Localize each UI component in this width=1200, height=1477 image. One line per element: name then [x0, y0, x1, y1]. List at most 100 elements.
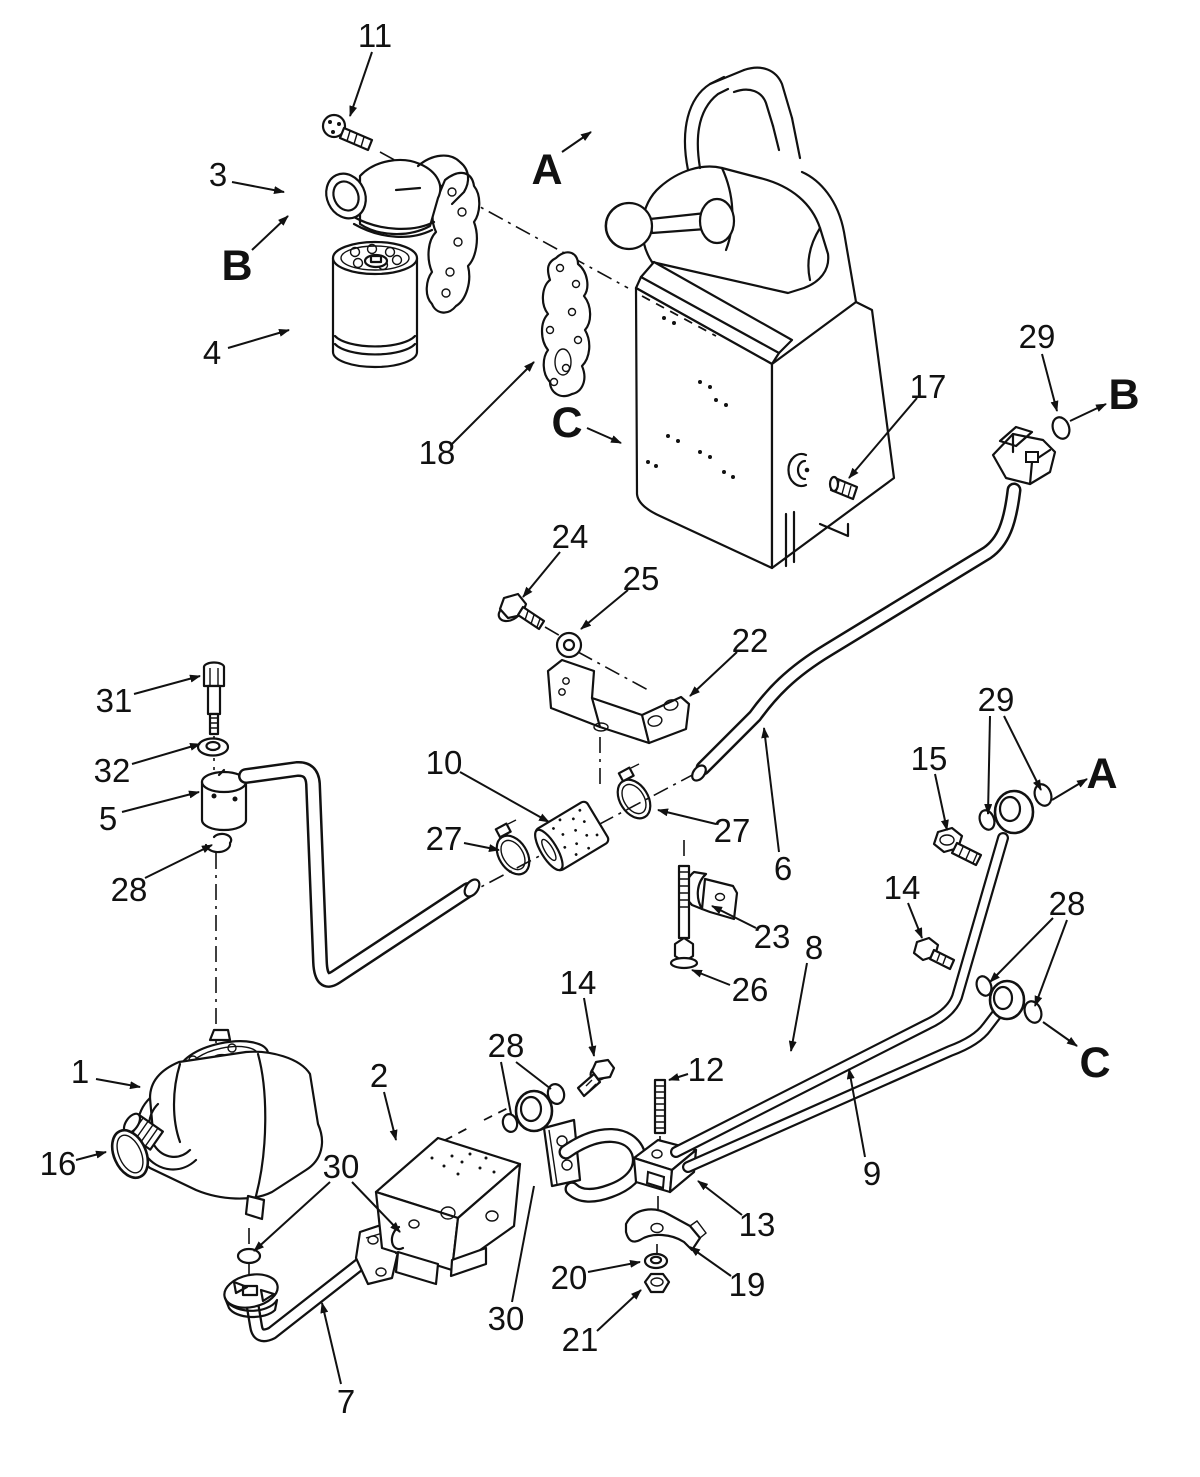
- bracket-22-hardware: [497, 592, 691, 745]
- callout-14-right: 14: [884, 869, 921, 906]
- leader-28-left: [144, 844, 213, 879]
- leader-28-right: [989, 917, 1054, 983]
- callout-26: 26: [732, 971, 769, 1008]
- callout-10: 10: [426, 744, 463, 781]
- callout-19: 19: [729, 1266, 766, 1303]
- callout-5: 5: [99, 800, 117, 837]
- callout-6: 6: [774, 850, 792, 887]
- fitting-5-stack: [196, 661, 248, 854]
- callout-18: 18: [419, 434, 456, 471]
- callout-9: 9: [863, 1155, 881, 1192]
- callout-C-top: C: [551, 399, 582, 447]
- callout-7: 7: [337, 1383, 355, 1420]
- filter-head-3: [325, 154, 481, 314]
- leader-30-left: [253, 1181, 331, 1252]
- swivel-fitting-28: [501, 1058, 616, 1188]
- hydraulic-pump-1: [110, 1028, 324, 1221]
- leader-1: [95, 1078, 141, 1090]
- callout-16: 16: [40, 1145, 77, 1182]
- callout-14-center: 14: [560, 964, 597, 1001]
- gasket-18: [540, 251, 592, 398]
- leader-8: [788, 962, 808, 1052]
- leader-31: [133, 674, 201, 695]
- leader-24: [522, 551, 561, 598]
- bolt-hole-dots: [646, 316, 735, 479]
- leader-25: [580, 589, 629, 630]
- callout-31: 31: [96, 682, 133, 719]
- handle-knob: [604, 197, 736, 251]
- leader-18: [451, 361, 535, 445]
- callout-12: 12: [688, 1051, 725, 1088]
- leader-10: [459, 771, 550, 823]
- callout-21: 21: [562, 1321, 599, 1358]
- callout-27-right: 27: [714, 812, 751, 849]
- callout-A-right: A: [1086, 750, 1117, 798]
- leader-11: [349, 51, 373, 117]
- leader-29-right: [1003, 715, 1042, 791]
- leader-B-left: [251, 215, 289, 251]
- callout-30-center: 30: [488, 1300, 525, 1337]
- suction-pipe-z: [238, 760, 481, 988]
- callout-29-top: 29: [1019, 318, 1056, 355]
- callout-13: 13: [739, 1206, 776, 1243]
- engine-block: [604, 66, 896, 570]
- leader-A-right: [1051, 778, 1088, 801]
- leader-B-right: [1069, 403, 1107, 422]
- leader-20: [587, 1259, 641, 1273]
- leader-28-center: [515, 1061, 552, 1090]
- leader-C-right: [1042, 1021, 1078, 1047]
- leader-27-right: [657, 808, 717, 825]
- callout-25: 25: [623, 560, 660, 597]
- callout-24: 24: [552, 518, 589, 555]
- leader-19: [689, 1246, 732, 1277]
- banjo-bolt-11: [321, 113, 374, 152]
- leader-4: [227, 328, 290, 349]
- pipe-6-and-b-fitting: [691, 416, 1071, 782]
- leader-30-left: [351, 1181, 401, 1233]
- valve-block-2: [374, 1136, 522, 1286]
- callout-22: 22: [732, 622, 769, 659]
- callout-B-left: B: [221, 242, 252, 290]
- leader-22: [689, 651, 738, 697]
- callout-28-right: 28: [1049, 885, 1086, 922]
- pressure-pipes-8-9: [670, 783, 1053, 1173]
- callout-28-center: 28: [488, 1027, 525, 1064]
- o-ring-16: [110, 1128, 150, 1180]
- leader-A-top: [561, 131, 592, 153]
- callout-32: 32: [94, 752, 131, 789]
- callout-1: 1: [71, 1053, 89, 1090]
- port-and-plug-17: [787, 452, 859, 501]
- callout-8: 8: [805, 929, 823, 966]
- leader-27-left: [463, 842, 500, 852]
- leader-12: [668, 1073, 689, 1081]
- leader-32: [131, 742, 201, 765]
- pipe-7-assembly: [223, 1222, 400, 1343]
- saddle-19-hardware: [624, 1208, 707, 1294]
- leader-C-top: [586, 427, 622, 444]
- leader-23: [711, 905, 757, 929]
- callout-20: 20: [551, 1259, 588, 1296]
- leader-5: [121, 790, 200, 813]
- callout-27-left: 27: [426, 820, 463, 857]
- leader-30-center: [511, 1185, 535, 1303]
- hose-clamp-27-right: [616, 763, 652, 820]
- leader-16: [75, 1150, 107, 1161]
- callout-23: 23: [754, 918, 791, 955]
- leader-3: [231, 181, 285, 195]
- leader-28-right: [1034, 919, 1068, 1007]
- leader-26: [691, 969, 731, 986]
- hose-clamp-27-left: [494, 819, 531, 876]
- callout-28-left: 28: [111, 871, 148, 908]
- leader-21: [596, 1289, 642, 1332]
- callout-11: 11: [358, 17, 392, 54]
- callout-4: 4: [203, 334, 221, 371]
- leader-9: [846, 1068, 866, 1158]
- leader-29-right: [984, 715, 993, 815]
- leader-14-center: [583, 997, 597, 1057]
- leader-17: [848, 397, 918, 479]
- strainer-10: [534, 800, 610, 872]
- u-hose-and-junction-13: [558, 1078, 698, 1203]
